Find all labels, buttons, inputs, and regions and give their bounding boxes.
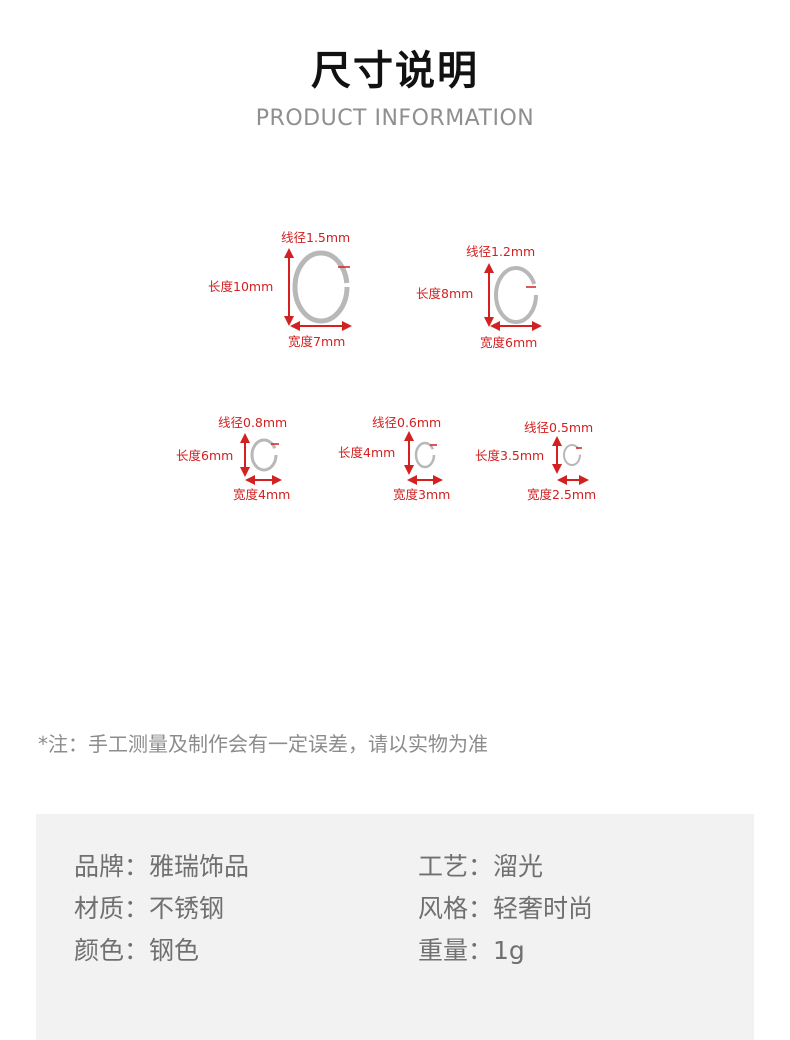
ring-4-length-label: 长度4mm (338, 445, 395, 460)
page-subtitle: PRODUCT INFORMATION (255, 106, 535, 131)
ring-5: 线径0.5mm 长度3.5mm 宽度2.5mm (475, 420, 596, 502)
ring-5-length-label: 长度3.5mm (475, 448, 544, 463)
ring-1-length-label: 长度10mm (208, 279, 273, 294)
ring-4-width-label: 宽度3mm (393, 487, 450, 502)
ring-1: 线径1.5mm 长度10mm 宽度7mm (208, 230, 352, 349)
ring-2-wire-label: 线径1.2mm (466, 244, 535, 259)
ring-3-wire-label: 线径0.8mm (218, 415, 287, 430)
spec-material: 材质：不锈钢 (74, 894, 225, 923)
spec-column-right: 工艺：溜光 风格：轻奢时尚 重量：1g (418, 846, 593, 972)
ring-4-image (414, 441, 436, 469)
ring-2: 线径1.2mm 长度8mm 宽度6mm (416, 244, 542, 350)
spec-craft: 工艺：溜光 (418, 852, 544, 881)
ring-1-width-label: 宽度7mm (288, 334, 345, 349)
spec-weight: 重量：1g (418, 936, 525, 965)
spec-column-left: 品牌：雅瑞饰品 材质：不锈钢 颜色：钢色 (74, 846, 249, 972)
ring-5-width-label: 宽度2.5mm (527, 487, 596, 502)
ring-5-wire-label: 线径0.5mm (524, 420, 593, 435)
ring-4-wire-label: 线径0.6mm (372, 415, 441, 430)
ring-3-image (250, 438, 278, 472)
measurement-note: *注：手工测量及制作会有一定误差，请以实物为准 (38, 732, 488, 756)
ring-size-diagram: 线径1.5mm 长度10mm 宽度7mm 线径1.2mm 长度8mm 宽度6mm… (176, 230, 596, 502)
ring-2-image (494, 266, 538, 324)
page-title: 尺寸说明 (311, 48, 479, 94)
ring-5-image (563, 444, 581, 466)
ring-1-wire-label: 线径1.5mm (281, 230, 350, 245)
ring-2-width-label: 宽度6mm (480, 335, 537, 350)
spec-style: 风格：轻奢时尚 (418, 894, 594, 923)
ring-4: 线径0.6mm 长度4mm 宽度3mm (338, 415, 450, 502)
spec-color: 颜色：钢色 (74, 936, 200, 965)
ring-2-length-label: 长度8mm (416, 286, 473, 301)
ring-3-length-label: 长度6mm (176, 448, 233, 463)
ring-3-width-label: 宽度4mm (233, 487, 290, 502)
ring-3: 线径0.8mm 长度6mm 宽度4mm (176, 415, 290, 502)
spec-panel: 品牌：雅瑞饰品 材质：不锈钢 颜色：钢色 工艺：溜光 风格：轻奢时尚 重量：1g (36, 814, 754, 1040)
ring-1-image (292, 250, 350, 324)
spec-brand: 品牌：雅瑞饰品 (74, 852, 250, 881)
